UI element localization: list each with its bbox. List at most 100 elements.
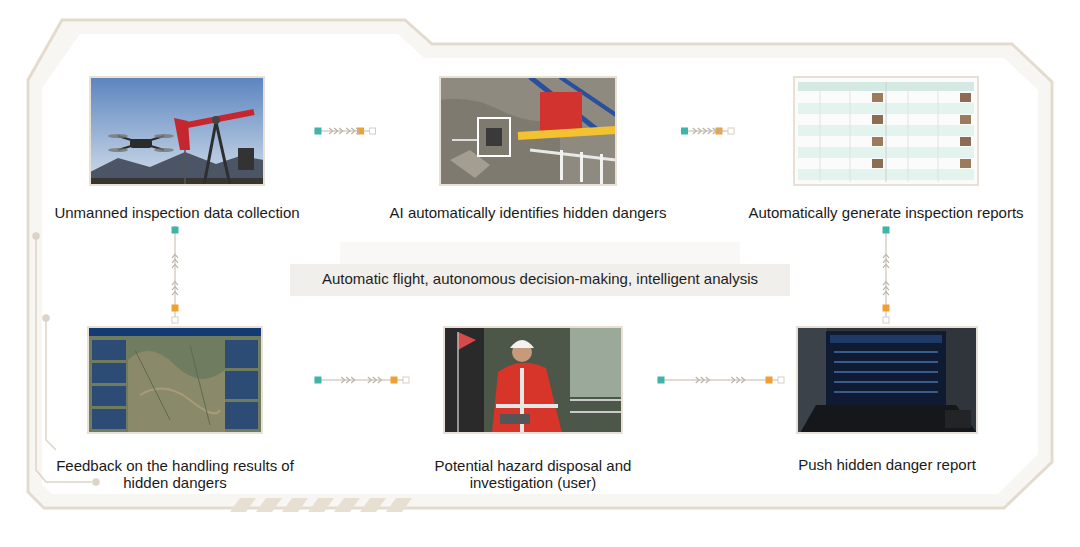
photo-frame: [797, 327, 977, 433]
bottom-stripes: [230, 498, 412, 512]
drone-photo-part: [118, 136, 164, 150]
aerial-photo-part: [530, 150, 616, 160]
report-table-part: [872, 93, 883, 102]
worker-photo-part: [500, 414, 530, 424]
laptop-photo-part: [834, 371, 938, 373]
bottom-stripes-part: [230, 498, 256, 512]
drone-photo-part: [90, 77, 264, 185]
connector-line: [657, 379, 784, 381]
circuit-lines-part: [36, 236, 92, 482]
map-dashboard: [88, 327, 262, 433]
laptop-photo-part: [834, 361, 938, 363]
connector-dot: [315, 377, 322, 384]
worker-photo-part: [570, 411, 622, 413]
worker-photo: [444, 327, 622, 433]
chevron-mark: [368, 377, 372, 383]
report-table-part: [938, 82, 939, 182]
chevron-mark: [693, 128, 697, 134]
worker-photo-part: [457, 332, 459, 433]
drone-photo-part: [182, 112, 254, 126]
step-caption: AI automatically identifies hidden dange…: [390, 204, 667, 221]
laptop-photo: [797, 327, 977, 433]
laptop-photo-part: [834, 351, 938, 353]
worker-photo-part: [496, 404, 558, 408]
chevron-mark: [713, 128, 717, 134]
chevron-mark: [741, 377, 745, 383]
map-dashboard-part: [92, 340, 126, 360]
bottom-stripes-part: [360, 498, 386, 512]
chevron-mark: [172, 259, 178, 263]
map-dashboard-part: [225, 402, 258, 429]
process-step: Automatically generate inspection report…: [740, 77, 1032, 222]
flow-connector: [883, 226, 890, 323]
connector-dot: [658, 377, 665, 384]
slogan-band-part: [290, 264, 790, 296]
connector-dot: [728, 128, 734, 134]
laptop-photo-part: [800, 405, 977, 433]
process-step: Potential hazard disposal and investigat…: [415, 327, 651, 492]
photo-slot: [444, 327, 622, 433]
chevron-mark: [373, 377, 377, 383]
chevron-mark: [356, 128, 360, 134]
report-table-part: [872, 159, 883, 168]
photo-slot: [797, 327, 977, 433]
bottom-stripes-part: [308, 498, 334, 512]
slogan-band: [290, 242, 790, 296]
bottom-stripes-part: [334, 498, 360, 512]
process-step: Push hidden danger report: [790, 327, 984, 474]
step-caption: Potential hazard disposal and investigat…: [423, 457, 643, 491]
photo-slot: [794, 77, 978, 185]
flow-connector: [314, 377, 409, 384]
map-dashboard-part: [135, 345, 210, 425]
map-dashboard-part: [92, 386, 126, 406]
connector-dot: [883, 305, 890, 312]
flow-connector: [657, 377, 784, 384]
chevron-mark: [696, 377, 700, 383]
chevron-mark: [883, 287, 889, 291]
worker-photo-part: [444, 327, 622, 433]
circuit-lines-part: [93, 479, 99, 485]
laptop-photo-part: [834, 381, 938, 383]
bottom-stripes-part: [282, 498, 308, 512]
connector-dot: [357, 128, 364, 135]
drone-photo-part: [90, 178, 264, 185]
drone-photo-part: [90, 152, 264, 185]
aerial-photo-part: [518, 130, 616, 136]
drone-photo-part: [212, 116, 220, 124]
step-caption: Unmanned inspection data collection: [54, 204, 299, 221]
map-dashboard-part: [92, 409, 126, 429]
connector-dot: [883, 317, 889, 323]
flow-connector: [172, 226, 179, 323]
chevron-mark: [883, 292, 889, 296]
chevron-mark: [703, 128, 707, 134]
laptop-photo-part: [834, 391, 938, 393]
map-dashboard-part: [88, 327, 262, 433]
photo-slot: [90, 77, 264, 185]
chevron-mark: [346, 377, 350, 383]
chevron-mark: [334, 128, 338, 134]
worker-photo-part: [510, 340, 534, 348]
connector-dot: [883, 227, 890, 234]
aerial-photo-part: [450, 150, 490, 178]
worker-photo-part: [444, 327, 484, 433]
drone-photo-part: [238, 148, 254, 170]
worker-photo-part: [492, 363, 562, 433]
circuit-lines-part: [43, 315, 49, 321]
laptop-photo-part: [830, 335, 942, 343]
photo-frame: [90, 77, 264, 185]
connector-line: [314, 130, 376, 132]
worker-photo-part: [458, 332, 476, 350]
step-caption: Feedback on the handling results of hidd…: [50, 457, 300, 491]
process-step: Feedback on the handling results of hidd…: [42, 327, 308, 492]
report-table-part: [960, 137, 971, 146]
worker-photo-part: [570, 327, 622, 397]
chevron-mark: [731, 377, 735, 383]
aerial-photo-part: [440, 77, 616, 185]
laptop-photo-part: [826, 331, 946, 405]
photo-slot: [440, 77, 616, 185]
circuit-lines-part: [33, 233, 39, 239]
report-table-part: [872, 137, 883, 146]
drone-photo-part: [154, 148, 174, 152]
photo-frame: [794, 77, 978, 185]
